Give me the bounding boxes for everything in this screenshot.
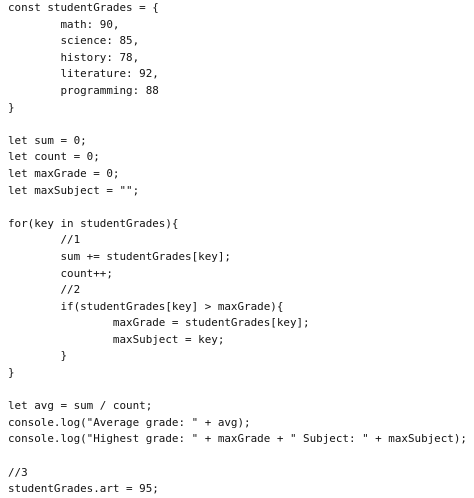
code-line: for(key in studentGrades){ <box>8 216 179 230</box>
code-line: count++; <box>8 266 113 280</box>
code-line: //3 <box>8 465 28 479</box>
code-line: console.log("Average grade: " + avg); <box>8 415 251 429</box>
code-line: let sum = 0; <box>8 133 87 147</box>
code-line: studentGrades.art = 95; <box>8 482 159 496</box>
code-line <box>8 116 474 133</box>
code-line: const studentGrades = { <box>8 1 159 14</box>
code-line: history: 78, <box>8 50 140 64</box>
code-block: const studentGrades = { math: 90, scienc… <box>8 0 474 498</box>
code-line <box>8 199 474 216</box>
code-line: sum += studentGrades[key]; <box>8 249 231 263</box>
code-line: science: 85, <box>8 34 140 48</box>
code-line: if(studentGrades[key] > maxGrade){ <box>8 299 284 313</box>
code-line: let avg = sum / count; <box>8 399 153 413</box>
code-line: console.log("Highest grade: " + maxGrade… <box>8 432 467 446</box>
code-line: maxGrade = studentGrades[key]; <box>8 316 310 330</box>
code-line <box>8 382 474 399</box>
code-line: maxSubject = key; <box>8 332 225 346</box>
code-line: } <box>8 100 15 114</box>
code-line: let maxSubject = ""; <box>8 183 140 197</box>
code-line <box>8 448 474 465</box>
code-line: } <box>8 366 15 380</box>
code-line: let maxGrade = 0; <box>8 166 120 180</box>
code-line: //2 <box>8 283 81 297</box>
code-line: literature: 92, <box>8 67 159 81</box>
code-line: math: 90, <box>8 17 120 31</box>
code-line: let count = 0; <box>8 150 100 164</box>
code-line: } <box>8 349 68 363</box>
code-line: programming: 88 <box>8 83 159 97</box>
code-line: //1 <box>8 233 81 247</box>
